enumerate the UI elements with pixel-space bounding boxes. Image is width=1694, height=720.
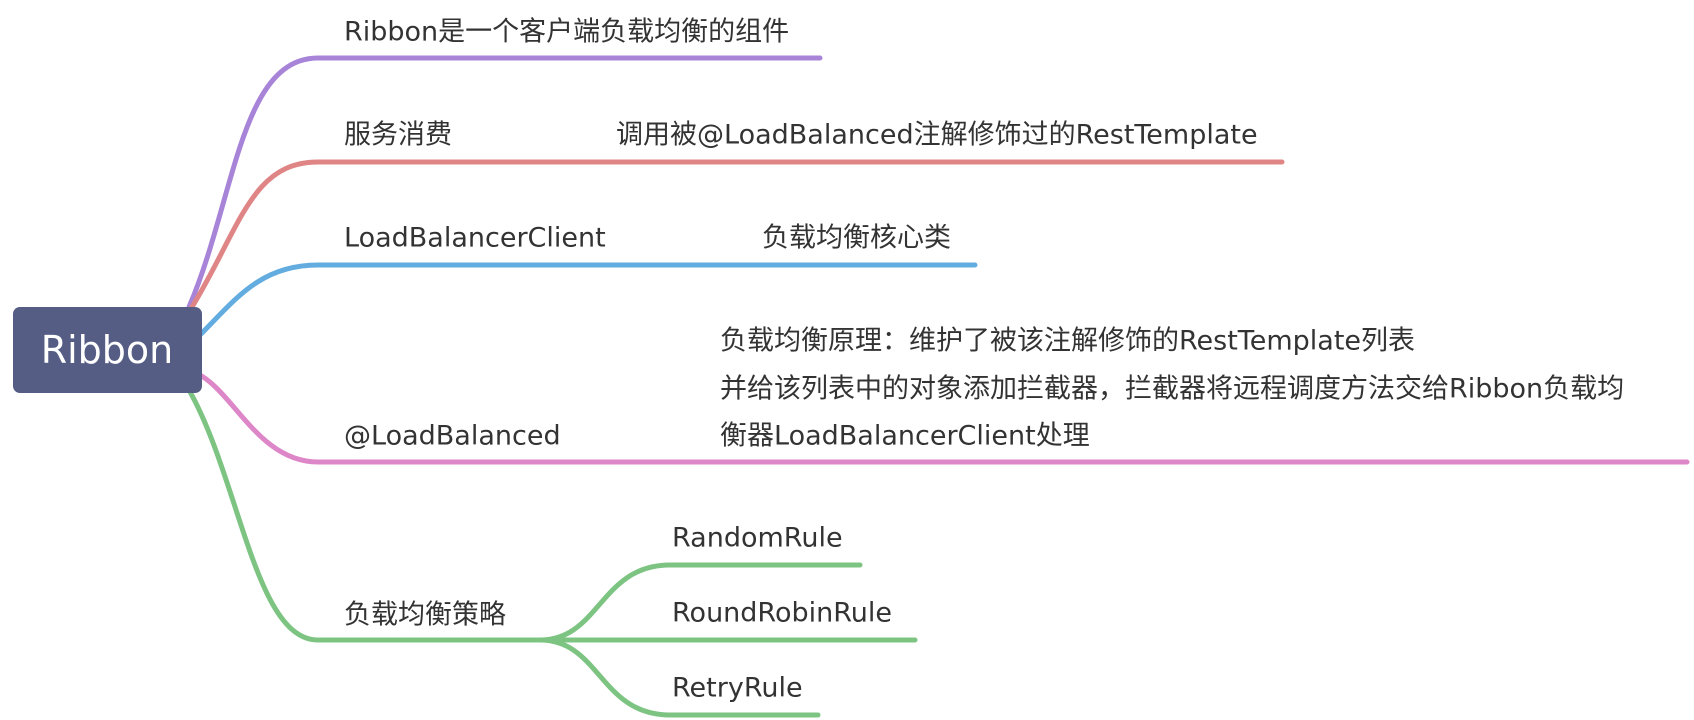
child-label: RandomRule [672, 523, 843, 554]
branch-loadbalancerclient[interactable]: LoadBalancerClient 负载均衡核心类 [344, 223, 951, 254]
branch-label: Ribbon是一个客户端负载均衡的组件 [344, 17, 789, 48]
child-random-rule[interactable]: RandomRule [672, 523, 843, 554]
root-label: Ribbon [41, 328, 174, 372]
child-label: RoundRobinRule [672, 598, 892, 629]
edge-c2 [537, 637, 821, 718]
edge-b4 [186, 387, 543, 643]
edge-b2 [197, 262, 978, 338]
branch-detail-line-2: 并给该列表中的对象添加拦截器，拦截器将远程调度方法交给Ribbon负载均 [720, 374, 1624, 405]
edge-b1 [186, 159, 1285, 315]
branch-load-balancing-strategy[interactable]: 负载均衡策略 [344, 600, 506, 631]
branch-label: LoadBalancerClient [344, 223, 606, 254]
branch-service-consumption[interactable]: 服务消费 调用被@LoadBalanced注解修饰过的RestTemplate [344, 120, 1258, 151]
branch-detail: 调用被@LoadBalanced注解修饰过的RestTemplate [616, 120, 1258, 151]
branch-loadbalanced[interactable]: @LoadBalanced 负载均衡原理：维护了被该注解修饰的RestTempl… [344, 326, 1624, 452]
child-round-robin-rule[interactable]: RoundRobinRule [672, 598, 892, 629]
branch-label: @LoadBalanced [344, 421, 561, 452]
branch-detail-line-3: 衡器LoadBalancerClient处理 [720, 421, 1090, 452]
edge-c0 [537, 562, 863, 643]
root-box [13, 307, 202, 393]
child-retry-rule[interactable]: RetryRule [672, 673, 803, 704]
edge-b3 [197, 372, 1690, 465]
branch-detail: 负载均衡核心类 [762, 223, 951, 254]
branch-label: 服务消费 [344, 120, 452, 151]
edge-b0 [186, 55, 823, 310]
root-node[interactable]: Ribbon [13, 307, 202, 393]
branch-detail-line-1: 负载均衡原理：维护了被该注解修饰的RestTemplate列表 [720, 326, 1415, 357]
child-label: RetryRule [672, 673, 803, 704]
branch-label: 负载均衡策略 [344, 600, 506, 631]
branch-ribbon-description[interactable]: Ribbon是一个客户端负载均衡的组件 [344, 17, 789, 48]
